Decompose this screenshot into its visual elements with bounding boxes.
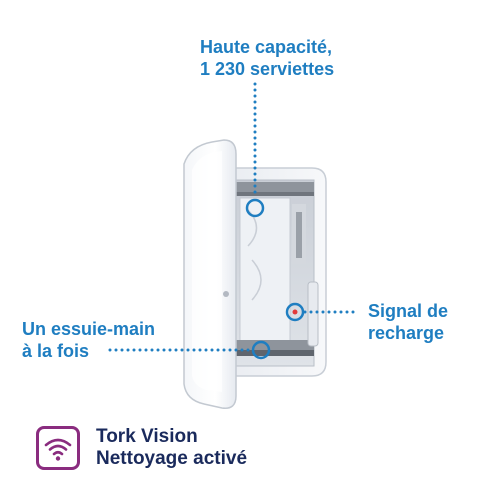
capacity-callout-line1: Haute capacité, [200,37,333,57]
one-at-a-time-callout: Un essuie-main à la fois [22,318,155,362]
badge-title: Tork Vision [96,426,198,447]
capacity-marker [245,198,265,218]
one-at-a-time-callout-line2: à la fois [22,341,90,361]
wifi-signal-icon [36,426,80,470]
refill-signal-marker [285,302,305,322]
dispenser-lid [183,139,237,409]
capacity-callout: Haute capacité, 1 230 serviettes [200,36,334,80]
callout-leaders [108,82,358,352]
dispenser-housing [221,167,327,377]
one-at-a-time-marker [251,340,271,360]
one-at-a-time-callout-line1: Un essuie-main [22,319,156,339]
refill-signal-callout: Signal de recharge [368,300,448,344]
badge-subtitle: Nettoyage activé [96,448,248,469]
tork-vision-badge: Tork Vision Nettoyage activé [96,426,247,470]
refill-signal-dot [292,309,298,315]
refill-signal-callout-line1: Signal de [368,301,449,321]
refill-signal-callout-line2: recharge [368,323,445,343]
capacity-callout-line2: 1 230 serviettes [200,59,335,79]
